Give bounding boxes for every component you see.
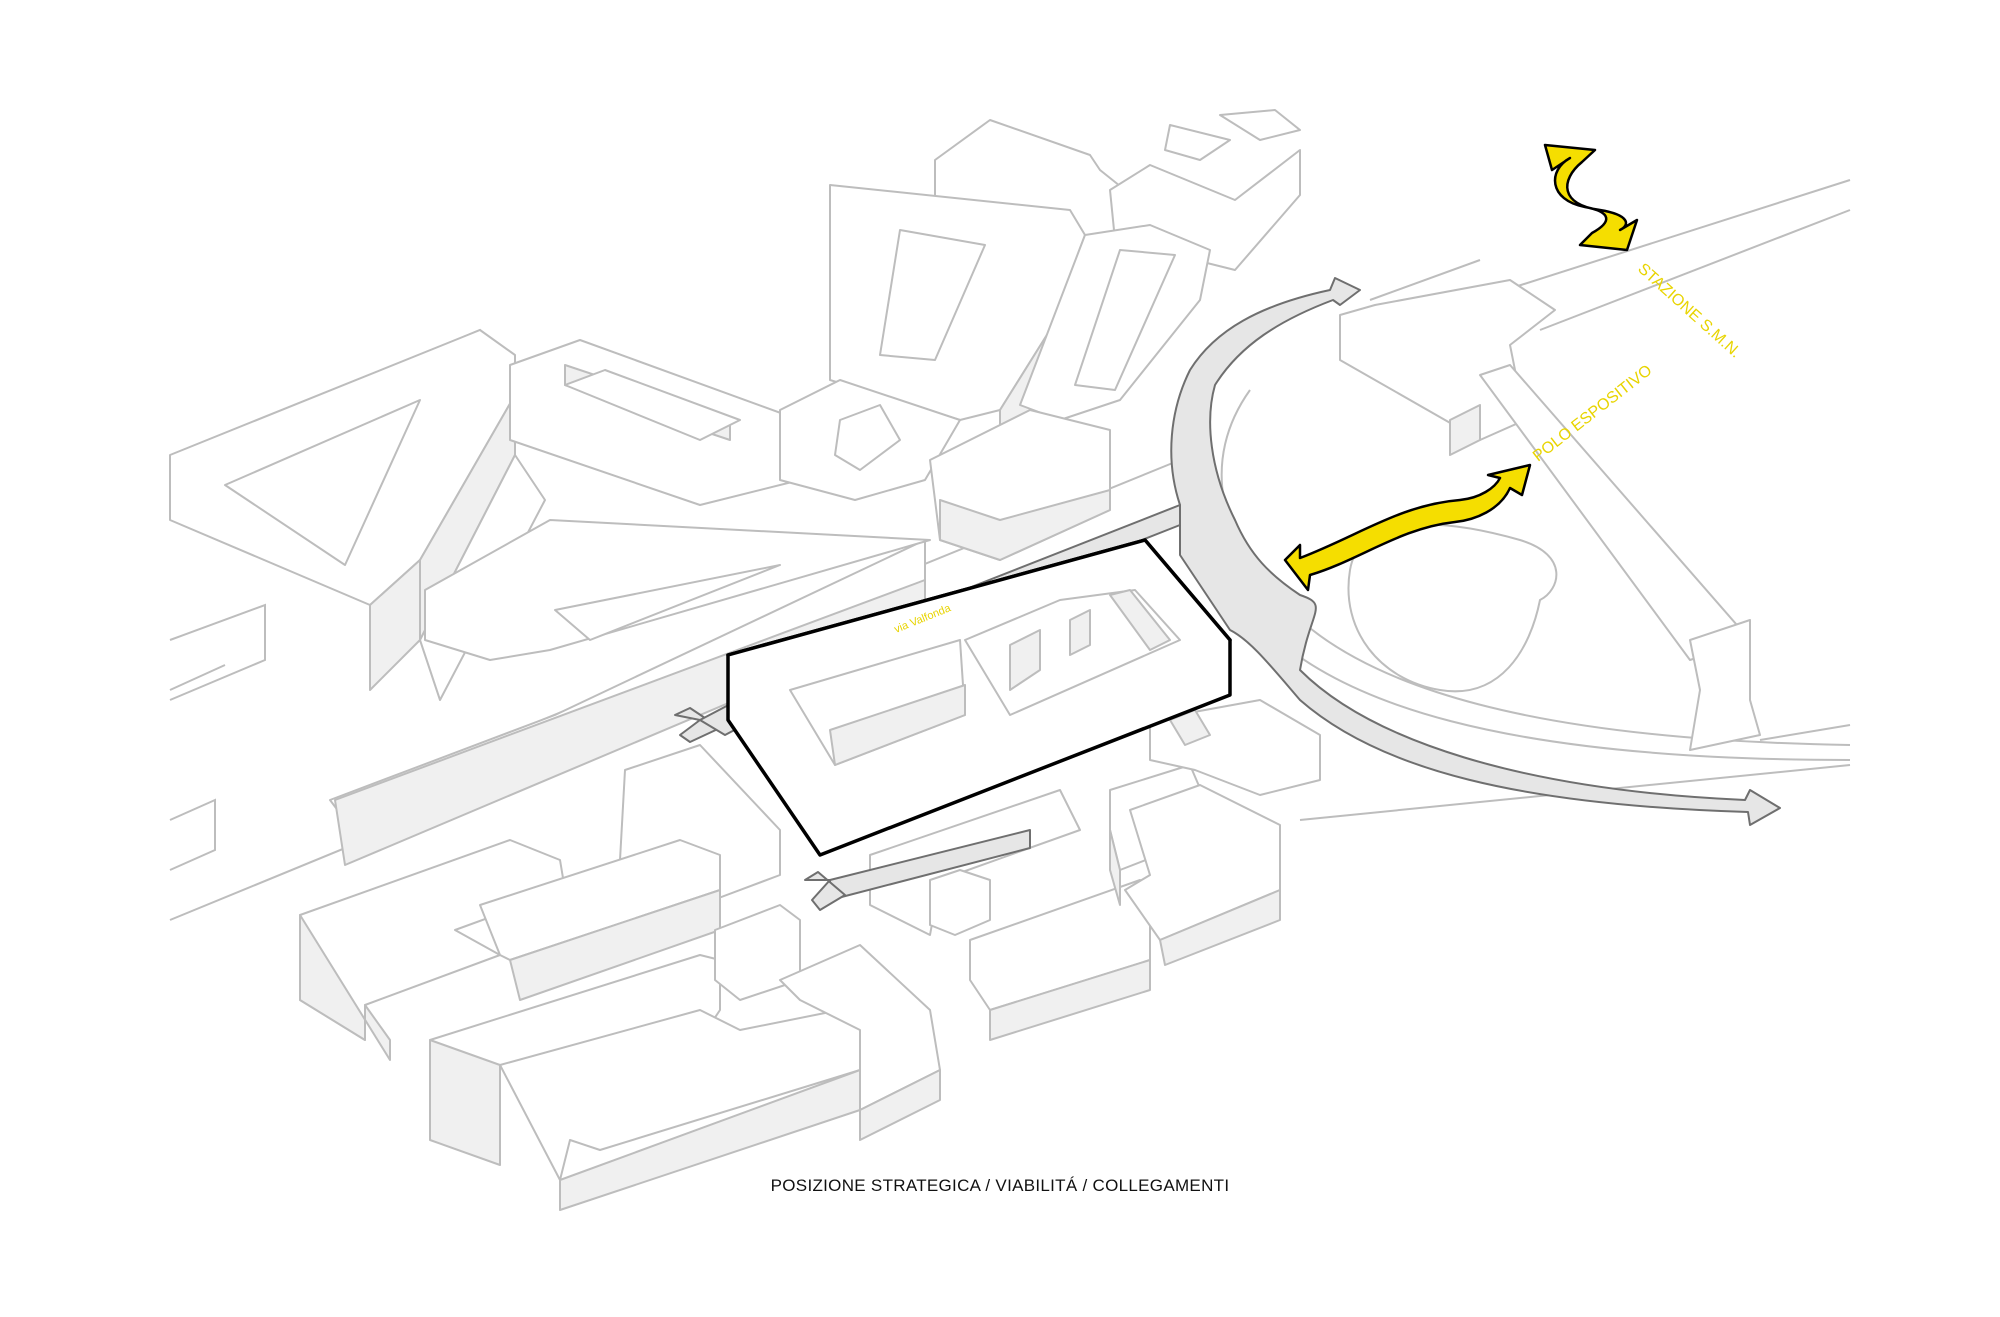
- upper-blocks: [779, 109, 1301, 561]
- focus-building: [726, 538, 1232, 857]
- lower-blocks: [299, 699, 1321, 1211]
- double-arrow-icon: [1283, 463, 1532, 592]
- courtyard-block-left: [509, 339, 801, 506]
- double-arrow-icon: [1543, 143, 1639, 252]
- diagram-caption: POSIZIONE STRATEGICA / VIABILITÁ / COLLE…: [770, 1176, 1230, 1195]
- label-stazione: STAZIONE S.M.N.: [1634, 260, 1744, 361]
- connection-arrows: [1283, 143, 1639, 592]
- exhibition-park: [1186, 279, 1851, 761]
